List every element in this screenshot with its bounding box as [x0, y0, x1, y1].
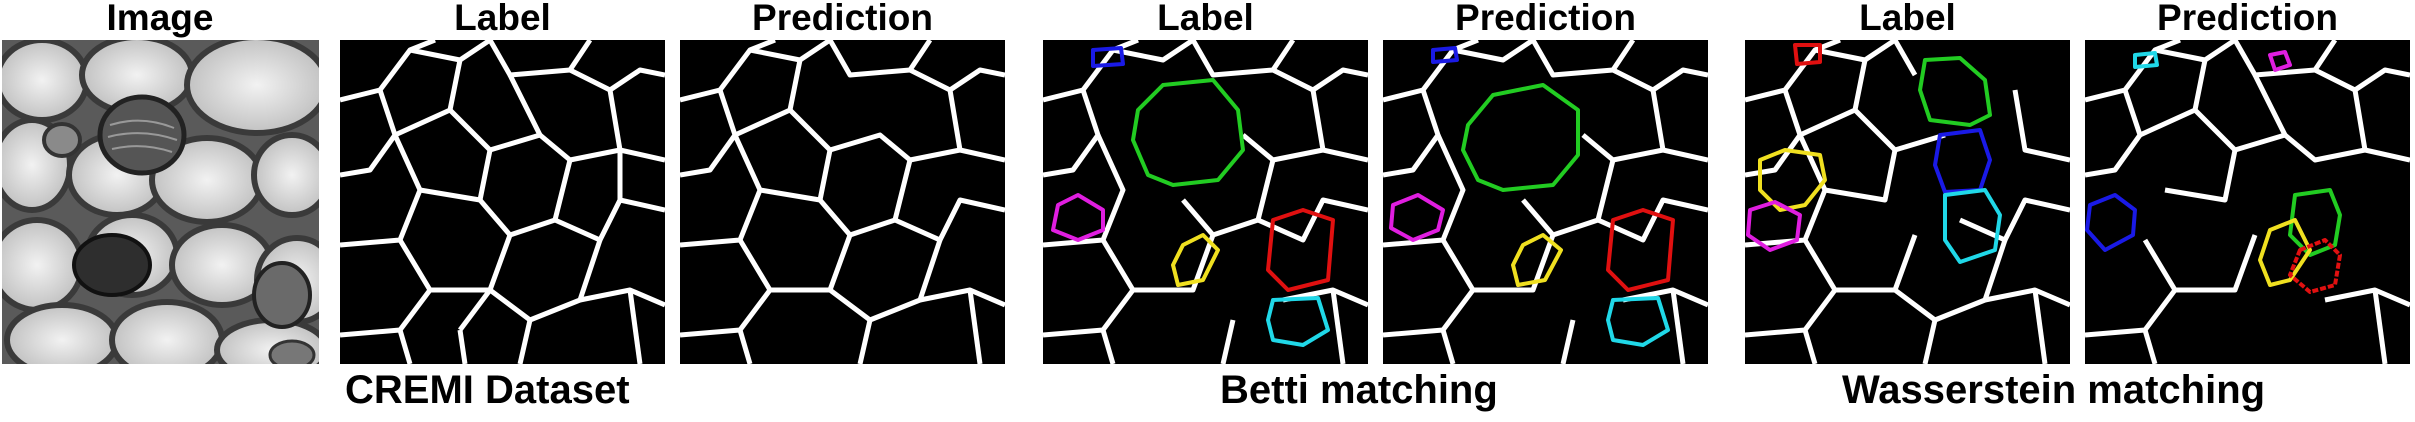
title-label-3: Label: [1859, 0, 1956, 38]
label-panel-cremi: [340, 40, 665, 364]
red-region: [1606, 208, 1675, 292]
prediction-panel-betti: [1383, 40, 1708, 364]
title-label-1: Label: [454, 0, 551, 38]
blue-region: [1431, 46, 1459, 64]
caption-betti-matching: Betti matching: [1220, 368, 1498, 412]
green-region: [2288, 188, 2342, 257]
magenta-region: [2268, 50, 2292, 72]
yellow-region: [1758, 148, 1827, 212]
title-image: Image: [106, 0, 214, 38]
title-prediction-3: Prediction: [2157, 0, 2338, 38]
blue-region: [2085, 193, 2137, 252]
red-region: [2288, 238, 2342, 294]
prediction-panel-cremi: [680, 40, 1005, 364]
prediction-betti-map: [1383, 40, 1708, 364]
title-label-2: Label: [1157, 0, 1254, 38]
prediction-wasserstein-map: [2085, 40, 2410, 364]
label-panel-wasserstein: [1745, 40, 2070, 364]
label-membrane-map: [340, 40, 665, 364]
prediction-membrane-map: [680, 40, 1005, 364]
yellow-region: [1511, 233, 1563, 287]
yellow-region: [2258, 218, 2312, 287]
title-prediction-2: Prediction: [1455, 0, 1636, 38]
red-region: [1266, 208, 1335, 292]
red-region: [1793, 43, 1822, 66]
cyan-region: [2133, 51, 2159, 69]
magenta-region: [1389, 193, 1445, 242]
green-region: [1131, 78, 1245, 187]
blue-region: [1933, 128, 1992, 194]
caption-cremi-dataset: CREMI Dataset: [345, 368, 630, 412]
green-region: [1918, 56, 1992, 127]
label-wasserstein-map: [1745, 40, 2070, 364]
magenta-region: [1051, 193, 1105, 242]
label-betti-map: [1043, 40, 1368, 364]
cyan-region: [1606, 296, 1670, 347]
green-region: [1461, 83, 1580, 192]
title-prediction-1: Prediction: [752, 0, 933, 38]
label-panel-betti: [1043, 40, 1368, 364]
em-image-panel: [2, 40, 319, 364]
magenta-region: [1746, 200, 1802, 252]
blue-region: [1091, 46, 1125, 68]
yellow-region: [1171, 233, 1220, 287]
prediction-panel-wasserstein: [2085, 40, 2410, 364]
em-image: [2, 40, 319, 364]
cyan-region: [1266, 296, 1330, 347]
caption-wasserstein-matching: Wasserstein matching: [1842, 368, 2266, 412]
cyan-region: [1943, 188, 2002, 264]
